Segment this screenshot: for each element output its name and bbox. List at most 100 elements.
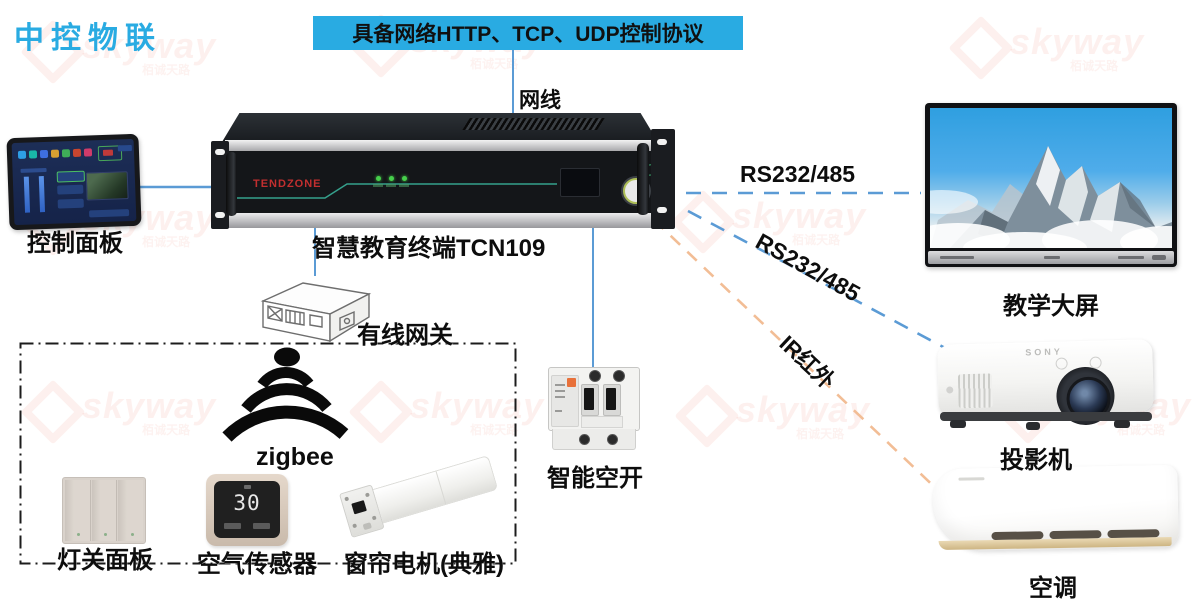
sensor-body: 30 <box>206 474 288 546</box>
smart-module <box>551 375 579 427</box>
air-sensor-device: 30 <box>206 474 288 546</box>
ac-logo <box>958 477 985 481</box>
projector-foot <box>1026 422 1040 430</box>
switch-rocker <box>118 480 144 541</box>
vent-grille <box>957 373 993 409</box>
gateway-grille <box>285 309 305 326</box>
toggle-rocker <box>606 388 616 410</box>
ac-device <box>932 464 1183 565</box>
mount-hole <box>657 207 667 213</box>
projector-body: SONY <box>937 339 1154 426</box>
slider-caption <box>20 167 47 173</box>
speaker-grille <box>940 256 974 259</box>
projector-device: SONY <box>928 328 1163 438</box>
mount-hole <box>215 149 225 155</box>
rating-label <box>581 416 623 428</box>
big-screen-device <box>925 103 1177 267</box>
terminal-screw <box>589 370 601 382</box>
zigbee-icon <box>222 347 349 442</box>
mount-hole <box>215 212 225 218</box>
motor-tube <box>372 454 499 524</box>
screw-dot <box>364 492 370 498</box>
terminal-screw <box>613 370 625 382</box>
breaker-lower <box>552 429 636 450</box>
status-led <box>389 176 394 181</box>
projector-base <box>940 412 1152 421</box>
page-title: 中控物联 <box>14 22 162 55</box>
app-icon <box>50 149 60 158</box>
screen-button <box>57 184 84 195</box>
rack-ear <box>651 129 675 229</box>
screen-button <box>57 198 84 209</box>
rack-handle <box>226 152 237 216</box>
terminal-label: 智慧教育终端TCN109 <box>312 235 546 262</box>
volume-slider <box>38 176 46 213</box>
module-caption <box>555 384 565 386</box>
tablet-chip <box>117 144 132 152</box>
app-icon <box>17 150 27 159</box>
accent-line <box>233 183 557 199</box>
ethernet-label: 网线 <box>519 89 561 112</box>
gateway-label: 有线网关 <box>357 322 453 349</box>
rs232-screen-label: RS232/485 <box>740 161 856 187</box>
terminal-device: TENDZONE <box>210 112 680 232</box>
sensor-subdisplay <box>224 523 241 529</box>
video-preview <box>85 171 129 201</box>
screw-dot <box>344 496 350 502</box>
tablet-frame <box>6 133 142 231</box>
screen-button <box>56 170 85 183</box>
module-caption <box>555 396 565 398</box>
led-caption <box>399 184 409 187</box>
screw-dot <box>371 515 377 521</box>
ir-ac-line <box>653 219 945 497</box>
rack-top-face <box>222 113 658 142</box>
app-icon <box>28 150 38 159</box>
sensor-reading: 30 <box>233 491 261 515</box>
app-icon <box>39 149 49 159</box>
module-caption <box>555 390 565 392</box>
led-caption <box>373 184 383 187</box>
aluminum-strip <box>225 213 655 228</box>
control-panel-device <box>6 133 142 231</box>
zigbee-zone-border <box>19 342 517 565</box>
projector-foot <box>950 420 966 428</box>
tablet-screen <box>11 138 137 226</box>
screw-dot <box>352 523 358 529</box>
reset-button <box>567 378 576 387</box>
switch-rocker <box>91 480 118 541</box>
ac-label: 空调 <box>1029 575 1077 602</box>
projector-brand: SONY <box>1025 346 1063 358</box>
gateway-port <box>339 310 355 332</box>
mount-hole <box>657 139 667 145</box>
led-caption <box>386 184 396 187</box>
zigbee-label: zigbee <box>256 443 334 471</box>
toggle-rocker <box>584 388 594 410</box>
sensor-subdisplay <box>253 523 270 529</box>
switch-led <box>77 533 81 536</box>
rack-front-panel: TENDZONE <box>225 140 661 228</box>
motor-button <box>362 522 372 531</box>
breaker-label: 智能空开 <box>547 465 643 492</box>
ac-body <box>932 464 1179 552</box>
breaker-body <box>548 367 640 431</box>
terminal-screw <box>607 434 618 445</box>
control-panel-label: 控制面板 <box>27 230 123 257</box>
app-icon <box>61 149 71 158</box>
light-panel-device <box>62 477 146 544</box>
breaker-toggle <box>581 384 599 416</box>
lcd-display <box>560 168 600 197</box>
gateway-device <box>260 282 372 343</box>
ac-trim <box>938 536 1172 551</box>
module-caption <box>555 410 562 412</box>
switch-body <box>62 477 146 544</box>
rack-ear <box>211 141 229 229</box>
volume-slider <box>23 176 31 213</box>
projector-foot <box>1114 420 1130 428</box>
breaker-device <box>548 367 640 451</box>
rs232-projector-line <box>687 209 948 351</box>
switch-rocker <box>65 480 91 541</box>
drive-socket <box>351 500 367 515</box>
big-screen-label: 教学大屏 <box>1003 293 1099 320</box>
